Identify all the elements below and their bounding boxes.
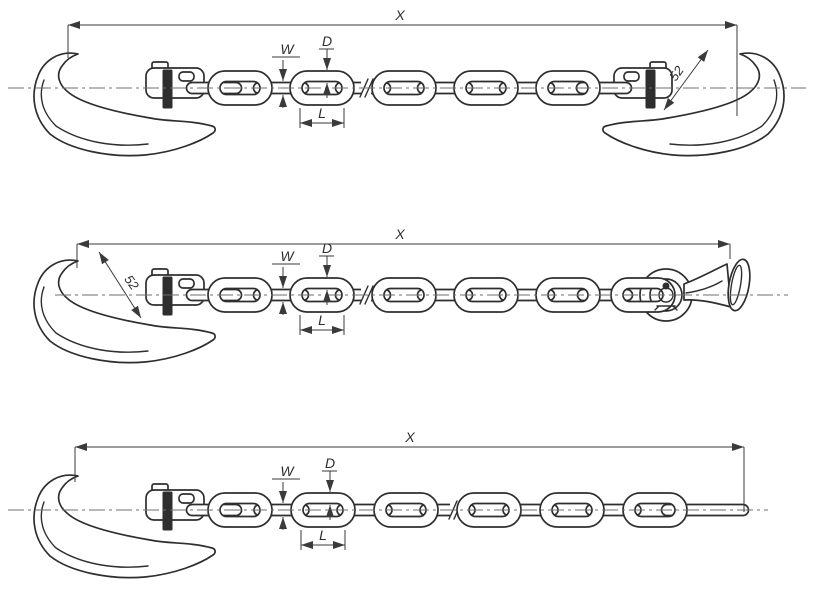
dimension-label-x: X <box>394 7 405 23</box>
dimension-label-x: X <box>394 226 405 242</box>
dimension-label-w: W <box>280 463 295 479</box>
dimension-label-x: X <box>404 429 415 445</box>
dimension-label-w: W <box>280 248 295 264</box>
assembly-row-3: X W D L <box>8 429 768 578</box>
assembly-row-2: X W D L 52 <box>34 226 788 363</box>
dimension-label-l: L <box>318 105 326 121</box>
t-hook-shank <box>683 263 732 308</box>
end-disc <box>727 258 751 312</box>
assembly-row-1: X W D L 52 <box>8 7 806 156</box>
left-slip-hook <box>34 475 242 578</box>
dimension-label-l: L <box>318 312 326 328</box>
end-disc-rim <box>729 264 743 306</box>
left-slip-hook <box>34 53 242 156</box>
dimension-line-52 <box>663 49 709 111</box>
left-slip-hook <box>34 260 242 363</box>
shank-contour <box>685 280 723 294</box>
dimension-label-l: L <box>319 527 327 543</box>
dimension-label-w: W <box>280 41 295 57</box>
dimension-label-d: D <box>322 240 332 256</box>
dimension-line-52 <box>98 251 142 319</box>
dimension-label-d: D <box>325 455 335 471</box>
dimension-label-52: 52 <box>121 272 142 293</box>
dimension-label-d: D <box>322 33 332 49</box>
